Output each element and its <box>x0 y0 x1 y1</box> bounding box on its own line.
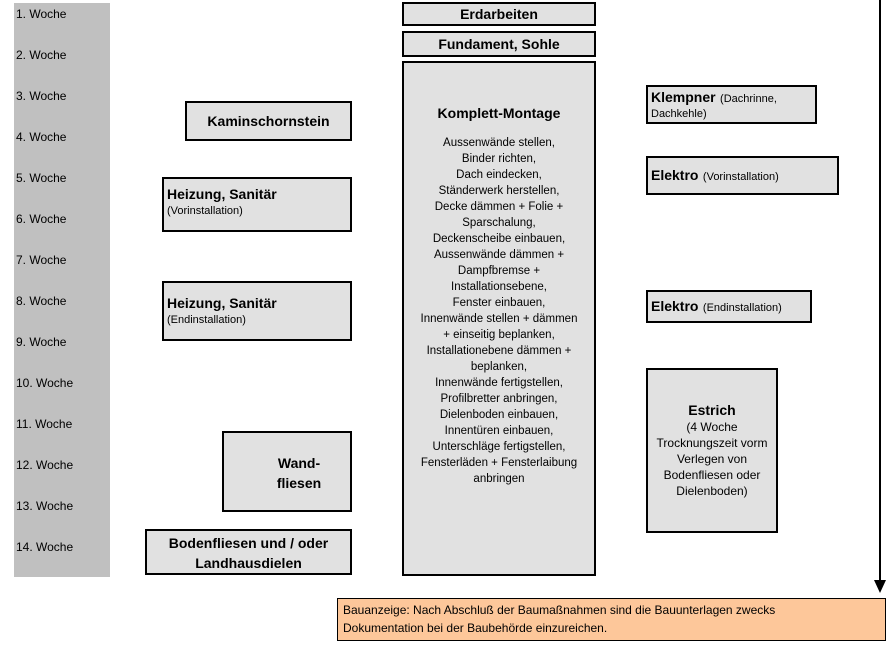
montage-line: anbringen <box>473 473 525 485</box>
week-label: 9. Woche <box>16 335 67 349</box>
montage-line: Dielenboden einbauen, <box>439 409 559 421</box>
elektro-end-title: Elektro <box>651 298 699 314</box>
heizung-vor-sub: (Vorinstallation) <box>167 205 243 217</box>
fundament-box: Fundament, Sohle <box>402 31 596 57</box>
montage-line: Ständerwerk herstellen, <box>438 185 560 197</box>
week-label: 14. Woche <box>16 540 74 554</box>
klempner-line1: Klempner (Dachrinne, <box>651 89 815 107</box>
heizung-vorinstallation-box: Heizung, Sanitär (Vorinstallation) <box>162 177 352 232</box>
fundament-label: Fundament, Sohle <box>438 36 560 52</box>
estrich-line: Verlegen von <box>676 452 748 466</box>
montage-line: beplanken, <box>470 361 528 373</box>
montage-box: Komplett-Montage Aussenwände stellen, Bi… <box>402 61 596 576</box>
arrow-down-icon <box>874 580 886 593</box>
week-label: 2. Woche <box>16 48 67 62</box>
week-label: 4. Woche <box>16 130 67 144</box>
kamin-box: Kaminschornstein <box>185 101 352 141</box>
klempner-sub1: (Dachrinne, <box>720 93 777 105</box>
montage-line: Innenwände stellen + dämmen <box>420 313 578 325</box>
week-label: 7. Woche <box>16 253 67 267</box>
montage-line: Innentüren einbauen, <box>444 425 554 437</box>
week-label: 12. Woche <box>16 458 74 472</box>
montage-line: Deckenscheibe einbauen, <box>432 233 566 245</box>
bodenfliesen-line1: Bodenfliesen und / oder <box>168 535 329 551</box>
estrich-line: Trocknungszeit vorm <box>656 436 768 450</box>
montage-line: Dach eindecken, <box>456 169 542 181</box>
week-label: 10. Woche <box>16 376 74 390</box>
heizung-end-title: Heizung, Sanitär <box>167 295 277 311</box>
montage-description: Aussenwände stellen, Binder richten, Dac… <box>404 135 594 487</box>
estrich-description: (4 Woche Trocknungszeit vorm Verlegen vo… <box>648 419 776 499</box>
bauanzeige-note: Bauanzeige: Nach Abschluß der Baumaßnahm… <box>337 598 886 641</box>
montage-line: Sparschalung, <box>462 217 536 229</box>
klempner-sub2: Dachkehle) <box>651 108 707 120</box>
klempner-box: Klempner (Dachrinne, Dachkehle) <box>646 85 817 124</box>
week-label: 5. Woche <box>16 171 67 185</box>
montage-line: Installationebene dämmen + <box>426 345 572 357</box>
montage-line: Decke dämmen + Folie + <box>434 201 564 213</box>
elektro-vorinstallation-box: Elektro (Vorinstallation) <box>646 156 839 195</box>
montage-line: Installationsebene, <box>451 281 547 293</box>
montage-line: Aussenwände dämmen + <box>433 249 565 261</box>
wandfliesen-line1: Wand- <box>277 455 321 471</box>
week-label: 3. Woche <box>16 89 67 103</box>
heizung-vor-title: Heizung, Sanitär <box>167 186 277 202</box>
estrich-line: Dielenboden) <box>676 484 748 498</box>
week-label: 13. Woche <box>16 499 74 513</box>
montage-line: Aussenwände stellen, <box>443 137 555 149</box>
kamin-label: Kaminschornstein <box>207 113 330 129</box>
estrich-box: Estrich (4 Woche Trocknungszeit vorm Ver… <box>646 368 778 533</box>
elektro-vor-title: Elektro <box>651 167 699 183</box>
week-label: 6. Woche <box>16 212 67 226</box>
timeline-arrow-line <box>879 0 881 582</box>
estrich-line: Bodenfliesen oder <box>663 468 761 482</box>
montage-line: Profilbretter anbringen, <box>440 393 558 405</box>
erdarbeiten-label: Erdarbeiten <box>460 6 538 22</box>
montage-line: Unterschläge fertigstellen, <box>432 441 566 453</box>
week-column: 1. Woche 2. Woche 3. Woche 4. Woche 5. W… <box>14 3 110 577</box>
estrich-line: (4 Woche <box>686 420 738 434</box>
elektro-vor-sub: (Vorinstallation) <box>702 171 779 183</box>
montage-title: Komplett-Montage <box>437 105 561 121</box>
montage-line: Fensterläden + Fensterlaibung <box>420 457 578 469</box>
week-label: 11. Woche <box>16 417 73 431</box>
erdarbeiten-box: Erdarbeiten <box>402 2 596 26</box>
montage-line: + einseitig beplanken, <box>443 329 555 341</box>
klempner-title: Klempner <box>651 89 716 105</box>
elektro-end-sub: (Endinstallation) <box>702 302 782 314</box>
elektro-endinstallation-box: Elektro (Endinstallation) <box>646 290 812 323</box>
wandfliesen-box: Wand- fliesen <box>222 431 352 512</box>
wandfliesen-line2: fliesen <box>276 475 322 491</box>
montage-line: Binder richten, <box>461 153 537 165</box>
week-label: 1. Woche <box>16 7 67 21</box>
note-line2: Dokumentation bei der Baubehörde einzure… <box>343 621 608 635</box>
bodenfliesen-line2: Landhausdielen <box>195 555 302 571</box>
week-label: 8. Woche <box>16 294 67 308</box>
montage-line: Innenwände fertigstellen, <box>435 377 563 389</box>
estrich-title: Estrich <box>688 402 736 418</box>
heizung-endinstallation-box: Heizung, Sanitär (Endinstallation) <box>162 281 352 341</box>
bodenfliesen-box: Bodenfliesen und / oder Landhausdielen <box>145 529 352 575</box>
heizung-end-sub: (Endinstallation) <box>167 314 246 326</box>
note-line1: Bauanzeige: Nach Abschluß der Baumaßnahm… <box>343 603 776 617</box>
montage-line: Fenster einbauen, <box>452 297 546 309</box>
montage-line: Dampfbremse + <box>457 265 541 277</box>
